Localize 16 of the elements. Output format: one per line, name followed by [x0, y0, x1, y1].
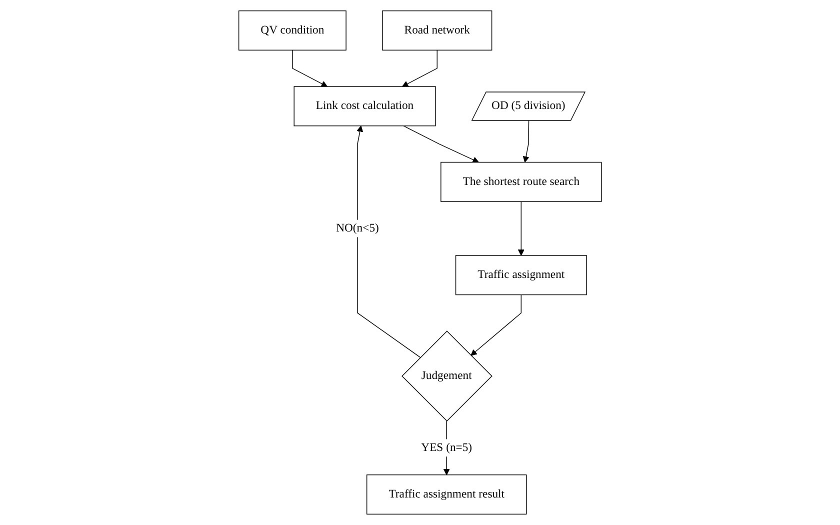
arrow [356, 126, 421, 358]
arrow [403, 126, 479, 163]
node-box: Road network [382, 10, 492, 50]
node-box: Link cost calculation [294, 86, 436, 126]
edge-label: NO(n<5) [336, 222, 379, 234]
arrow [518, 201, 524, 256]
node-box: The shortest route search [440, 162, 602, 202]
node-box: Traffic assignment result [366, 474, 527, 515]
arrow [470, 294, 522, 356]
arrow [522, 120, 530, 163]
node-diamond: Judgement [401, 330, 492, 422]
arrow [402, 50, 438, 87]
edge-label: YES (n=5) [421, 441, 472, 454]
node-box: QV condition [238, 10, 346, 50]
arrow [292, 50, 328, 87]
node-box: Traffic assignment [455, 255, 587, 296]
